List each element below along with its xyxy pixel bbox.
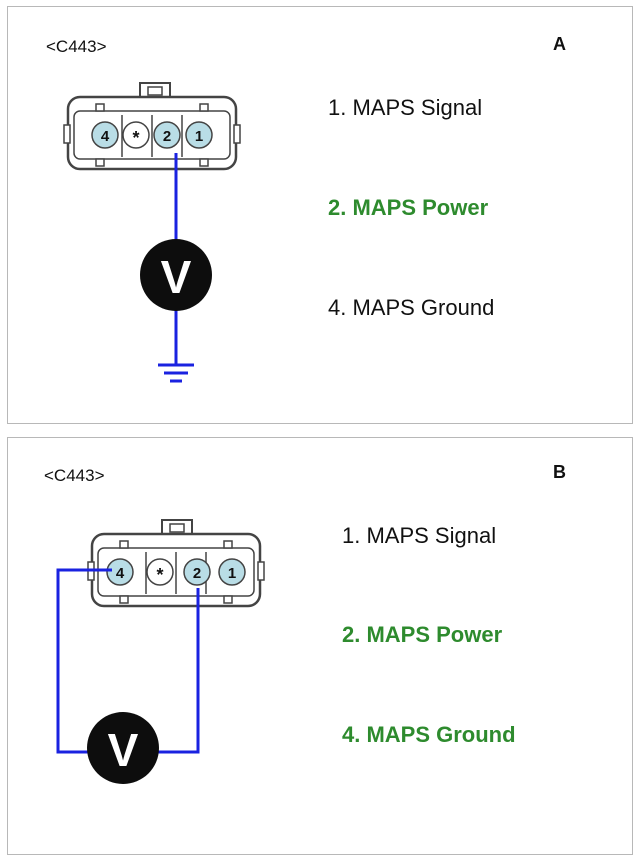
pin-label: * <box>156 565 163 585</box>
voltmeter-icon <box>140 239 212 311</box>
legend-item-ground: 4. MAPS Ground <box>342 722 516 747</box>
pin-2 <box>183 558 211 586</box>
panel-letter: B <box>553 462 566 482</box>
pin-label: * <box>132 128 139 148</box>
pin-4 <box>106 558 134 586</box>
connector-id: <C443> <box>44 466 105 485</box>
connector-c443: 4 * 2 1 <box>87 519 265 608</box>
probe-wire-pin-2 <box>158 588 200 754</box>
legend-item-power: 2. MAPS Power <box>328 195 489 220</box>
pin-2 <box>153 121 181 149</box>
pin-label: 4 <box>101 128 110 145</box>
pin-label: 2 <box>193 565 201 582</box>
panel-letter: A <box>553 34 566 54</box>
legend-item-signal: 1. MAPS Signal <box>342 523 497 548</box>
connector-id: <C443> <box>46 37 107 56</box>
voltmeter-label: V <box>161 251 192 303</box>
voltmeter-icon <box>87 712 159 784</box>
ground-symbol <box>158 363 194 383</box>
probe-wire-pin-4 <box>56 568 112 754</box>
pin-label: 4 <box>116 565 125 582</box>
wiring-diagram-a: 4 * 2 1 V <box>63 82 241 383</box>
legend-item-power: 2. MAPS Power <box>342 622 503 647</box>
pin-label: 1 <box>195 128 203 145</box>
pin-label: 1 <box>228 565 236 582</box>
connector-c443: 4 * 2 1 <box>63 82 241 171</box>
pin-4 <box>91 121 119 149</box>
pin-1 <box>218 558 246 586</box>
legend-item-signal: 1. MAPS Signal <box>328 95 483 120</box>
pin-label: 2 <box>163 128 171 145</box>
legend-item-ground: 4. MAPS Ground <box>328 295 495 320</box>
diagram-panel-a: 4 * 2 1 V <C443> A 1. MAPS Signal 2. MAP… <box>7 6 633 424</box>
wiring-diagram-b: 4 * 2 1 V <box>56 519 265 784</box>
pin-empty <box>122 121 150 149</box>
diagram-panel-b: 4 * 2 1 V <C443> B 1. MAPS Signal 2. MAP… <box>7 437 633 855</box>
voltmeter-label: V <box>108 724 139 776</box>
pin-empty <box>146 558 174 586</box>
pin-1 <box>185 121 213 149</box>
